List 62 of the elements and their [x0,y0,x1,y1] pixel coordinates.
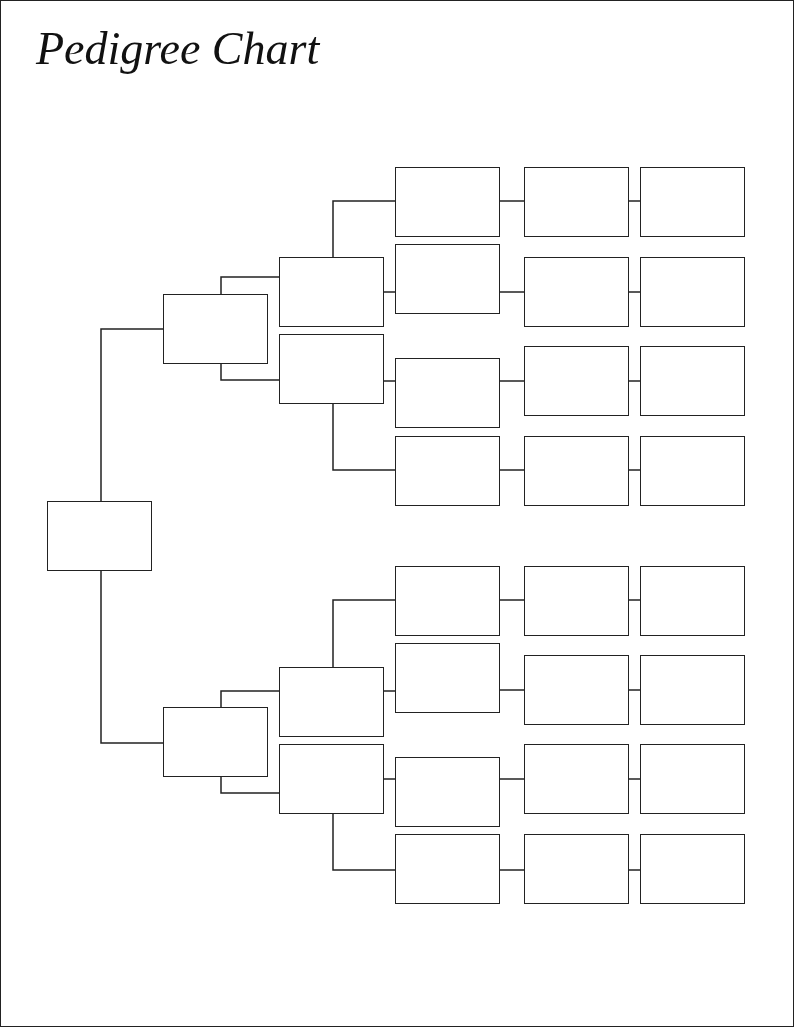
connector-line [383,778,396,780]
connector-line [220,690,280,708]
person-box [524,167,629,237]
person-box [524,257,629,327]
person-box [640,834,745,904]
person-box [524,346,629,416]
connector-line [628,200,641,202]
person-box [524,566,629,636]
person-box [524,744,629,814]
person-box [640,167,745,237]
person-box [640,744,745,814]
connector-line [100,570,164,744]
person-box [163,707,268,777]
person-box [524,834,629,904]
person-box [395,757,500,827]
connector-line [220,276,280,295]
connector-line [499,689,525,691]
connector-line [628,869,641,871]
person-box [279,744,384,814]
person-box [395,358,500,428]
person-box [163,294,268,364]
person-box [279,334,384,404]
person-box [524,436,629,506]
person-box [640,655,745,725]
connector-line [628,380,641,382]
connector-line [499,778,525,780]
person-box [640,346,745,416]
person-box [640,436,745,506]
connector-line [383,690,396,692]
person-box [640,257,745,327]
person-box [395,167,500,237]
connector-line [499,599,525,601]
connector-line [628,599,641,601]
person-box [395,244,500,314]
connector-line [628,689,641,691]
person-box [279,257,384,327]
person-box [524,655,629,725]
connector-line [628,291,641,293]
connector-line [499,200,525,202]
person-box [47,501,152,571]
connector-line [332,403,396,471]
connector-line [628,469,641,471]
person-box [395,436,500,506]
person-box [279,667,384,737]
connector-line [332,813,396,871]
connector-line [383,291,396,293]
connector-line [499,380,525,382]
connector-line [383,380,396,382]
connector-line [332,200,396,258]
connector-line [499,291,525,293]
person-box [640,566,745,636]
connector-line [499,869,525,871]
chart-title: Pedigree Chart [36,22,320,75]
connector-line [220,776,280,794]
connector-line [100,328,164,502]
connector-line [499,469,525,471]
connector-line [628,778,641,780]
person-box [395,566,500,636]
person-box [395,834,500,904]
person-box [395,643,500,713]
connector-line [332,599,396,668]
connector-line [220,363,280,381]
